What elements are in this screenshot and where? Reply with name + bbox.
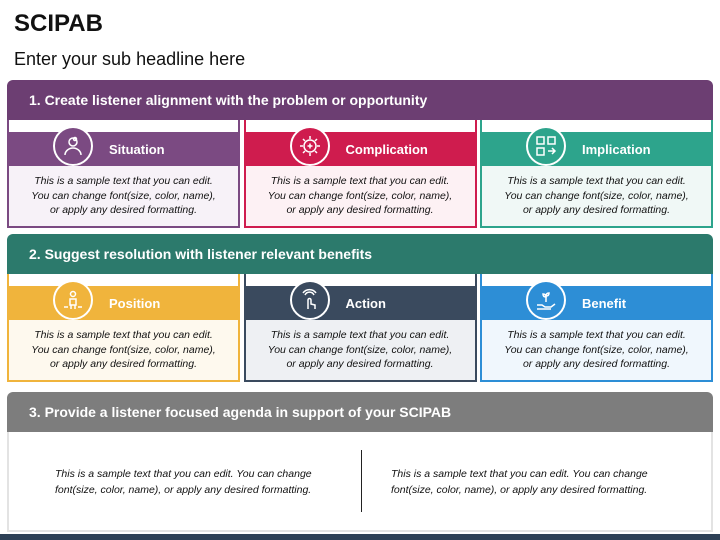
card-label: Situation — [7, 132, 240, 166]
card-text: This is a sample text that you can edit.… — [480, 166, 713, 228]
person-icon — [53, 126, 93, 166]
section-1-cards: Situation This is a sample text that you… — [7, 120, 713, 228]
card-action: Action This is a sample text that you ca… — [243, 274, 477, 382]
plant-hand-icon — [526, 280, 566, 320]
card-position: Position This is a sample text that you … — [7, 274, 240, 382]
hand-touch-icon — [289, 280, 330, 320]
gear-brain-icon — [289, 126, 330, 166]
card-label: Complication — [243, 132, 477, 166]
card-label: Benefit — [480, 286, 713, 320]
section-2-heading: 2. Suggest resolution with listener rele… — [7, 234, 713, 274]
card-implication: Implication This is a sample text that y… — [480, 120, 713, 228]
card-text: This is a sample text that you can edit.… — [480, 320, 713, 382]
card-text: This is a sample text that you can edit.… — [243, 320, 477, 382]
card-text: This is a sample text that you can edit.… — [7, 320, 240, 382]
puzzle-icon — [526, 126, 566, 166]
slide-title: SCIPAB — [14, 10, 103, 37]
section-1-heading: 1. Create listener alignment with the pr… — [7, 80, 713, 120]
agenda-divider — [361, 450, 362, 512]
footer-strip — [0, 534, 720, 540]
section-2-cards: Position This is a sample text that you … — [7, 274, 713, 382]
card-complication: Complication This is a sample text that … — [243, 120, 477, 228]
card-benefit: Benefit This is a sample text that you c… — [480, 274, 713, 382]
card-situation: Situation This is a sample text that you… — [7, 120, 240, 228]
card-text: This is a sample text that you can edit.… — [243, 166, 477, 228]
agenda-text-left: This is a sample text that you can edit.… — [55, 468, 312, 496]
card-label: Position — [7, 286, 240, 320]
card-text: This is a sample text that you can edit.… — [7, 166, 240, 228]
card-label: Implication — [480, 132, 713, 166]
agenda-box: This is a sample text that you can edit.… — [7, 432, 713, 532]
slide-subtitle: Enter your sub headline here — [14, 49, 246, 69]
agenda-text-right: This is a sample text that you can edit.… — [391, 468, 648, 496]
card-label: Action — [243, 286, 477, 320]
position-icon — [53, 280, 93, 320]
section-3-heading: 3. Provide a listener focused agenda in … — [7, 392, 713, 432]
